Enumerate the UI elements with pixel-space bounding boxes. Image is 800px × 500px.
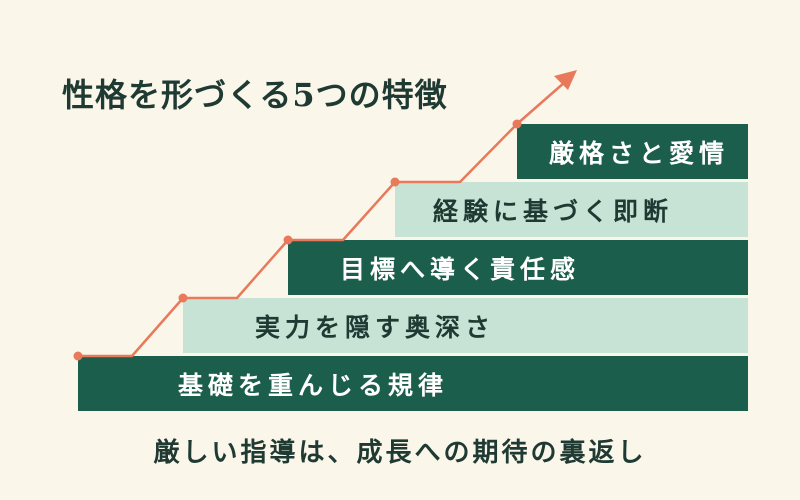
step-4-label: 経験に基づく即断 [433,196,674,226]
caption: 厳しい指導は、成長への期待の裏返し [153,438,647,468]
step-1-label: 基礎を重んじる規律 [178,370,449,400]
arrow-head-icon [554,70,577,90]
step-3-bar: 目標へ導く責任感 [288,240,748,295]
growth-dot-3 [283,235,293,245]
step-5-label: 厳格さと愛情 [549,138,730,168]
step-1-bar: 基礎を重んじる規律 [78,356,748,411]
growth-line [78,81,566,358]
step-5-bar: 厳格さと愛情 [517,124,748,179]
step-2-label: 実力を隠す奥深さ [255,312,496,342]
step-3-label: 目標へ導く責任感 [340,254,581,284]
step-2-bar: 実力を隠す奥深さ [183,298,748,353]
growth-dot-1 [73,351,83,361]
growth-dot-2 [178,293,188,303]
growth-dot-4 [390,177,400,187]
growth-dot-5 [512,119,522,129]
diagram-title: 性格を形づくる5つの特徴 [62,76,448,114]
step-4-bar: 経験に基づく即断 [395,182,748,237]
